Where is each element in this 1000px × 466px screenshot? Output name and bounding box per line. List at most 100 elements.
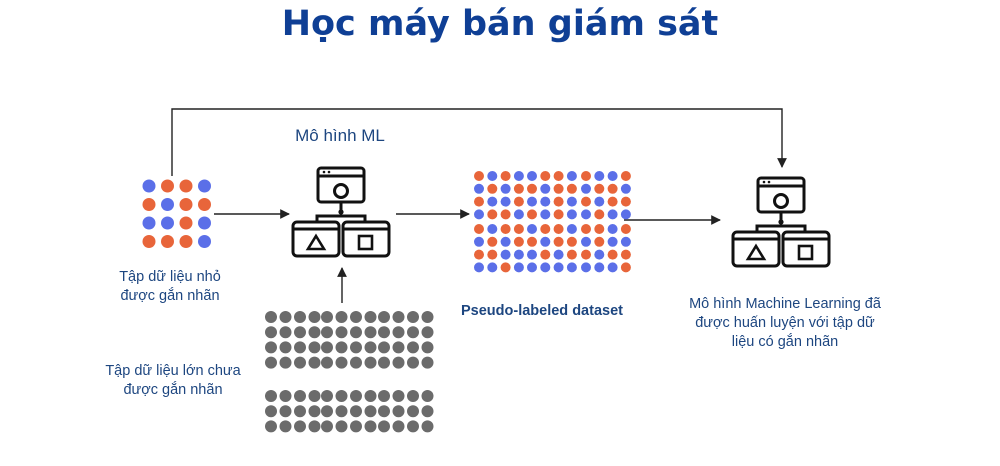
pseudo-data-point xyxy=(566,171,577,181)
unlabeled-data-point xyxy=(321,311,333,323)
unlabeled-data-point xyxy=(392,405,405,418)
unlabeled-data-point xyxy=(279,405,292,418)
unlabeled-data-point xyxy=(279,356,292,369)
pseudo-data-point xyxy=(620,262,631,273)
data-point xyxy=(161,235,174,248)
unlabeled-data-point xyxy=(421,326,434,339)
pseudo-data-point xyxy=(513,183,524,194)
model-ml-label: Mô hình ML xyxy=(295,126,385,145)
unlabeled-data-point xyxy=(364,311,377,323)
pseudo-data-point xyxy=(527,171,537,181)
pseudo-labeled-dataset-label: Pseudo-labeled dataset xyxy=(461,303,623,319)
pseudo-data-point xyxy=(594,249,605,260)
pseudo-data-point xyxy=(594,196,605,207)
unlabeled-data-point xyxy=(294,356,306,369)
unlabeled-data-point xyxy=(265,390,277,402)
unlabeled-data-point xyxy=(265,341,277,354)
pseudo-data-point xyxy=(527,209,537,220)
data-point xyxy=(179,235,193,248)
pseudo-data-point xyxy=(474,224,484,234)
data-point xyxy=(179,179,193,193)
unlabeled-data-point xyxy=(407,390,419,402)
unlabeled-data-point xyxy=(407,405,419,418)
unlabeled-data-point xyxy=(294,341,306,354)
unlabeled-data-point xyxy=(321,390,333,402)
unlabeled-data-point xyxy=(407,341,419,354)
pseudo-data-point xyxy=(553,209,564,220)
data-point xyxy=(142,179,156,193)
unlabeled-data-point xyxy=(421,390,434,402)
unlabeled-data-point xyxy=(335,356,348,369)
pseudo-data-point xyxy=(513,249,524,260)
pseudo-data-point xyxy=(500,249,511,260)
unlabeled-data-point xyxy=(308,405,321,418)
pseudo-data-point xyxy=(620,236,631,247)
pseudo-data-point xyxy=(594,209,605,220)
pseudo-data-point xyxy=(607,183,618,194)
pseudo-data-point xyxy=(566,196,577,207)
unlabeled-data-point xyxy=(421,356,434,369)
unlabeled-data-point xyxy=(364,420,377,433)
small-labeled-dataset xyxy=(142,179,211,248)
pseudo-data-point xyxy=(553,262,564,273)
pseudo-data-point xyxy=(594,236,605,247)
unlabeled-data-point xyxy=(378,356,390,369)
pseudo-data-point xyxy=(594,224,605,234)
data-point xyxy=(198,235,211,248)
pseudo-data-point xyxy=(487,171,498,181)
page-title: Học máy bán giám sát xyxy=(281,4,719,44)
unlabeled-data-point xyxy=(364,341,377,354)
pseudo-data-point xyxy=(553,183,564,194)
pseudo-data-point xyxy=(487,236,498,247)
unlabeled-data-point xyxy=(421,405,434,418)
unlabeled-data-point xyxy=(350,326,362,339)
unlabeled-data-point xyxy=(321,405,333,418)
pseudo-data-point xyxy=(513,224,524,234)
pseudo-data-point xyxy=(527,224,537,234)
pseudo-data-point xyxy=(474,262,484,273)
pseudo-labeled-dataset xyxy=(474,171,631,273)
pseudo-data-point xyxy=(607,224,618,234)
pseudo-data-point xyxy=(566,249,577,260)
pseudo-data-point xyxy=(540,262,551,273)
unlabeled-data-point xyxy=(350,356,362,369)
unlabeled-data-point xyxy=(392,341,405,354)
pseudo-data-point xyxy=(607,236,618,247)
unlabeled-data-point xyxy=(364,405,377,418)
pseudo-data-point xyxy=(500,171,511,181)
pseudo-data-point xyxy=(487,262,498,273)
pseudo-data-point xyxy=(581,236,591,247)
pseudo-data-point xyxy=(620,209,631,220)
pseudo-data-point xyxy=(620,196,631,207)
pseudo-data-point xyxy=(513,209,524,220)
pseudo-data-point xyxy=(474,171,484,181)
pseudo-data-point xyxy=(594,183,605,194)
unlabeled-data-point xyxy=(335,311,348,323)
pseudo-data-point xyxy=(553,171,564,181)
unlabeled-data-point xyxy=(350,311,362,323)
data-point xyxy=(161,179,174,193)
unlabeled-data-point xyxy=(265,311,277,323)
pseudo-data-point xyxy=(540,171,551,181)
unlabeled-data-point xyxy=(392,356,405,369)
unlabeled-data-point xyxy=(265,326,277,339)
pseudo-data-point xyxy=(527,183,537,194)
pseudo-data-point xyxy=(566,224,577,234)
unlabeled-data-point xyxy=(308,326,321,339)
unlabeled-data-point xyxy=(364,326,377,339)
pseudo-data-point xyxy=(500,236,511,247)
pseudo-data-point xyxy=(500,196,511,207)
pseudo-data-point xyxy=(581,249,591,260)
pseudo-data-point xyxy=(474,183,484,194)
unlabeled-data-point xyxy=(407,311,419,323)
pseudo-data-point xyxy=(540,249,551,260)
pseudo-data-point xyxy=(581,262,591,273)
unlabeled-data-point xyxy=(392,326,405,339)
unlabeled-data-point xyxy=(407,326,419,339)
unlabeled-data-point xyxy=(279,420,292,433)
unlabeled-data-point xyxy=(421,420,434,433)
top-loop-arrow xyxy=(171,108,787,176)
pseudo-data-point xyxy=(607,209,618,220)
pseudo-data-point xyxy=(607,171,618,181)
large-unlabeled-dataset-label: Tập dữ liệu lớn chưa được gắn nhãn xyxy=(105,363,241,398)
